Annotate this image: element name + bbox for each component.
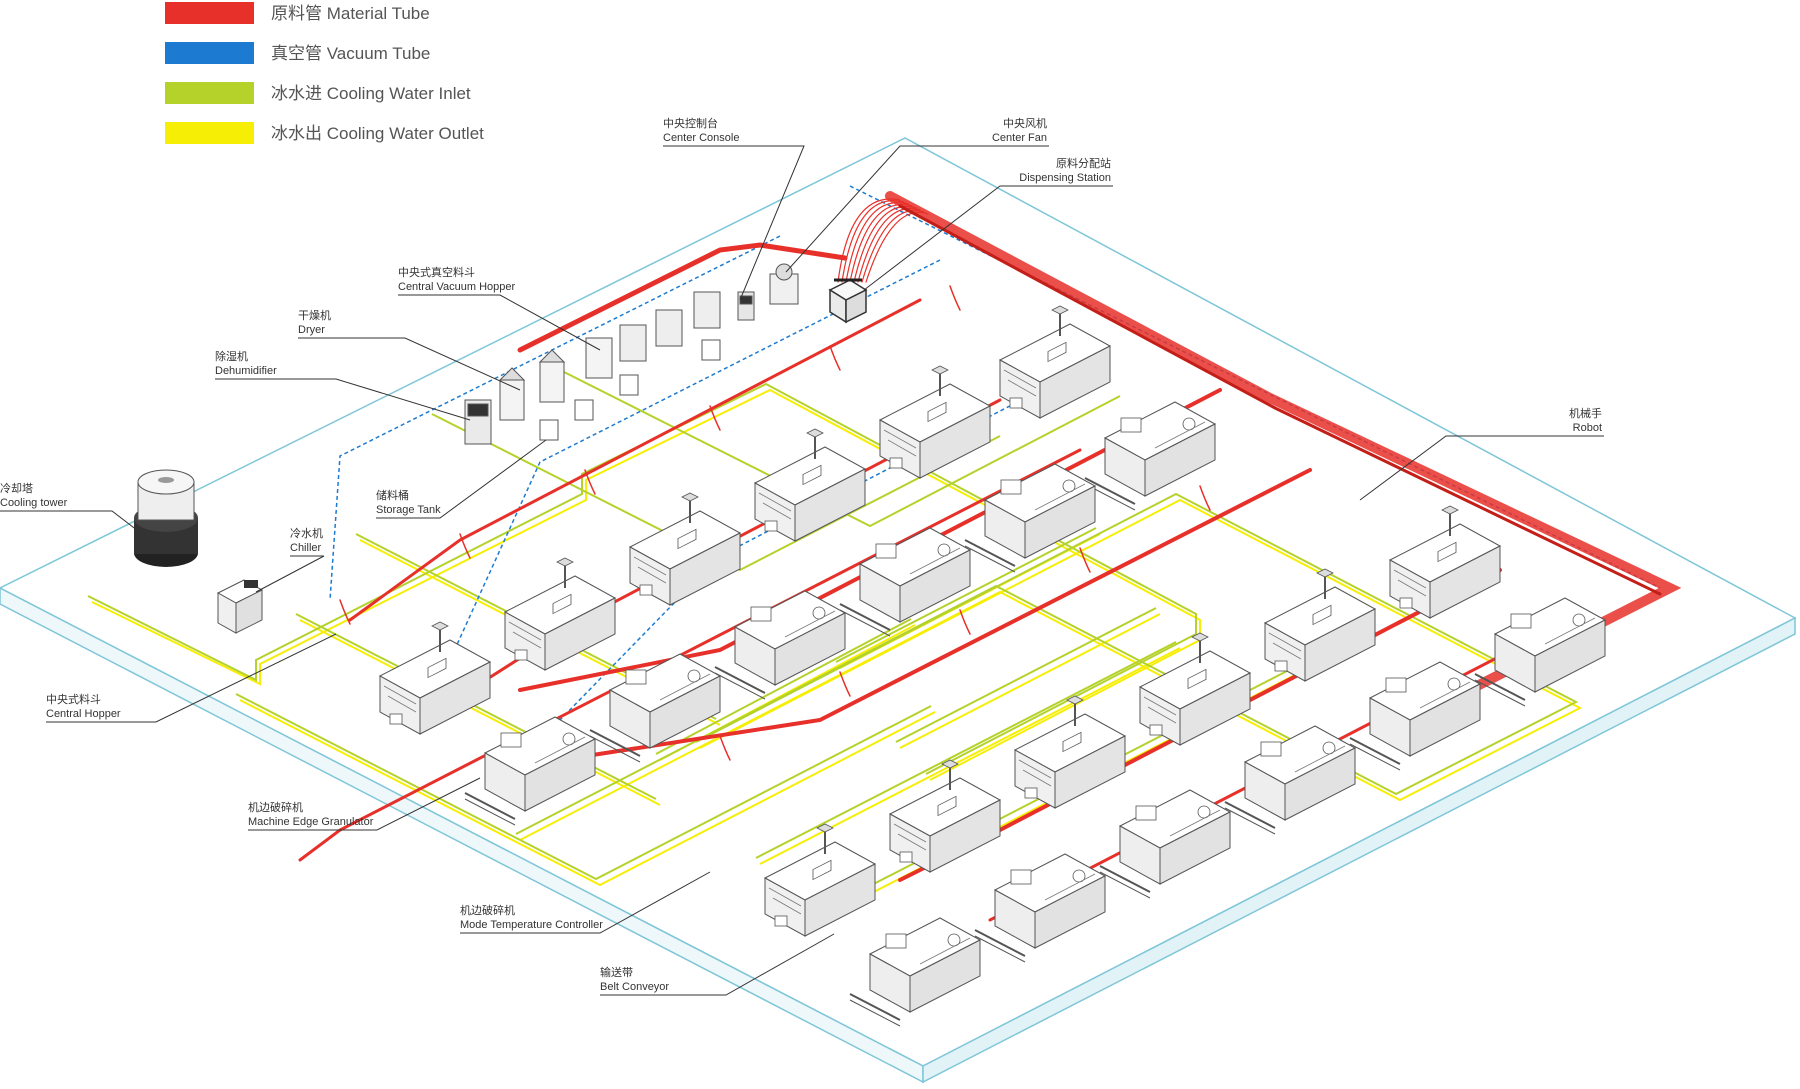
leader-line	[863, 185, 1113, 291]
leader-line	[785, 145, 1049, 273]
callout-label-zh: 中央式真空料斗	[398, 265, 475, 279]
leader-line	[0, 510, 151, 541]
leader-line	[398, 294, 601, 351]
leader-line	[460, 871, 711, 934]
callout-center-console: 中央控制台 Center Console	[663, 116, 805, 301]
callout-mold-temp: 机边破碎机 Mode Temperature Controller	[460, 871, 711, 934]
dispensing-station-unit	[828, 278, 868, 324]
legend-label: 原料管 Material Tube	[271, 4, 430, 23]
cooling-tower-unit	[134, 469, 198, 567]
leader-line	[298, 337, 521, 391]
callout-label-en: Mode Temperature Controller	[460, 919, 603, 931]
legend-swatch	[165, 122, 254, 144]
callout-label-zh: 中央控制台	[663, 116, 718, 130]
leader-line	[376, 439, 547, 519]
leader-line	[46, 633, 337, 723]
callout-robot: 机械手 Robot	[1359, 406, 1604, 501]
legend-item: 真空管 Vacuum Tube	[165, 42, 430, 64]
leader-line	[248, 777, 481, 831]
console-and-fan	[737, 263, 799, 321]
leader-line	[1359, 435, 1604, 501]
callout-label-zh: 储料桶	[376, 488, 409, 502]
legend-item: 冰水出 Cooling Water Outlet	[165, 122, 484, 144]
callout-label-en: Dryer	[298, 324, 325, 336]
callout-label-zh: 干燥机	[298, 308, 331, 322]
callout-label-en: Cooling tower	[0, 497, 68, 509]
callout-dispensing: 原料分配站 Dispensing Station	[863, 156, 1113, 291]
callout-label-en: Central Vacuum Hopper	[398, 281, 516, 293]
callout-label-zh: 机械手	[1569, 406, 1602, 420]
callout-label-zh: 冷却塔	[0, 482, 33, 495]
callout-granulator: 机边破碎机 Machine Edge Granulator	[248, 777, 481, 831]
legend-label: 真空管 Vacuum Tube	[271, 44, 430, 63]
leader-line	[215, 378, 471, 421]
callout-label-en: Center Console	[663, 132, 739, 144]
callout-label-en: Dispensing Station	[1019, 172, 1111, 184]
leader-line	[600, 933, 835, 996]
callout-label-en: Storage Tank	[376, 504, 441, 516]
legend-swatch	[165, 2, 254, 24]
callout-belt-conveyor: 输送带 Belt Conveyor	[600, 933, 835, 996]
callout-storage-tank: 储料桶 Storage Tank	[376, 439, 547, 519]
legend-item: 冰水进 Cooling Water Inlet	[165, 82, 471, 104]
callout-label-en: Dehumidifier	[215, 365, 277, 377]
legend: 原料管 Material Tube 真空管 Vacuum Tube 冰水进 Cool…	[165, 2, 484, 144]
callout-label-en: Central Hopper	[46, 708, 121, 720]
callout-label-zh: 机边破碎机	[248, 800, 303, 814]
callout-dryer: 干燥机 Dryer	[298, 308, 521, 391]
callout-label-zh: 除湿机	[215, 349, 248, 363]
chiller-unit	[216, 579, 264, 634]
legend-label: 冰水进 Cooling Water Inlet	[271, 84, 471, 103]
auxiliary-equipment	[134, 263, 868, 634]
callout-label-zh: 中央风机	[1003, 116, 1047, 130]
legend-item: 原料管 Material Tube	[165, 2, 430, 24]
callout-central-hopper: 中央式料斗 Central Hopper	[46, 633, 337, 723]
callout-label-en: Robot	[1573, 422, 1602, 434]
legend-swatch	[165, 42, 254, 64]
dryer-cluster	[464, 291, 721, 445]
callout-label-zh: 输送带	[600, 965, 633, 979]
callout-dehumidifier: 除湿机 Dehumidifier	[215, 349, 471, 421]
callout-label-zh: 原料分配站	[1056, 156, 1111, 170]
callout-label-en: Center Fan	[992, 132, 1047, 144]
callout-label-en: Chiller	[290, 542, 322, 554]
callout-label-en: Machine Edge Granulator	[248, 816, 374, 828]
leader-line	[663, 145, 805, 301]
callout-label-en: Belt Conveyor	[600, 981, 669, 993]
legend-label: 冰水出 Cooling Water Outlet	[271, 124, 484, 143]
callout-vacuum-hopper: 中央式真空料斗 Central Vacuum Hopper	[398, 265, 601, 351]
callout-label-zh: 冷水机	[290, 526, 323, 540]
legend-swatch	[165, 82, 254, 104]
leader-line	[255, 555, 325, 593]
callout-label-zh: 机边破碎机	[460, 903, 515, 917]
callout-labels: 中央控制台 Center Console 中央风机 Center Fan 原料分配站 Di…	[0, 116, 1604, 996]
callout-chiller: 冷水机 Chiller	[255, 526, 325, 593]
callout-center-fan: 中央风机 Center Fan	[785, 116, 1049, 273]
callout-label-zh: 中央式料斗	[46, 692, 101, 706]
callout-cooling-tower: 冷却塔 Cooling tower	[0, 482, 151, 541]
